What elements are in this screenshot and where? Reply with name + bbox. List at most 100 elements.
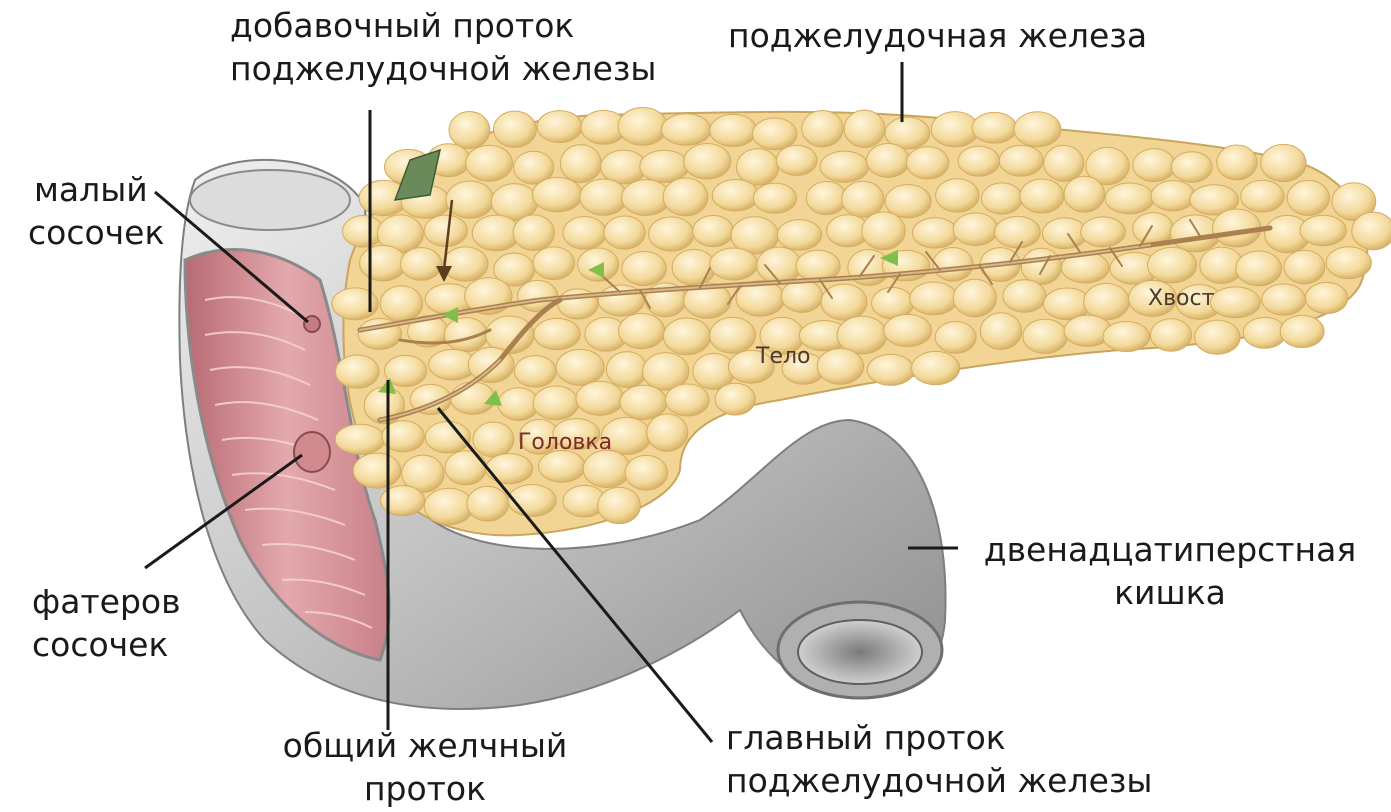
pancreas-lobule xyxy=(806,182,846,215)
pancreas-lobule xyxy=(665,384,709,416)
pancreas-lobule xyxy=(1021,248,1061,284)
pancreas-lobule xyxy=(1171,215,1221,252)
pancreas-lobule xyxy=(912,351,960,384)
pancreas-lobule xyxy=(1300,215,1346,246)
pancreas-lobule xyxy=(1014,112,1061,147)
label-main-duct: главный проток поджелудочной железы xyxy=(726,716,1152,802)
pancreas-lobule xyxy=(533,386,578,420)
pancreas-lobule xyxy=(663,318,710,355)
label-minor-papilla-line2: сосочек xyxy=(28,211,164,254)
pancreas-lobule xyxy=(640,150,689,182)
pancreas-lobule xyxy=(884,314,932,346)
pancreas-lobule xyxy=(1262,284,1306,315)
pancreas-lobule xyxy=(560,145,601,183)
pancreas-lobule xyxy=(335,355,379,388)
pancreas-lobule xyxy=(844,110,885,147)
pancreas-lobule xyxy=(1103,322,1150,352)
pancreas-lobule xyxy=(1147,247,1196,283)
label-accessory-duct: добавочный проток поджелудочной железы xyxy=(230,4,656,90)
pancreas-lobule xyxy=(466,145,513,181)
pancreas-lobule xyxy=(1243,317,1286,348)
pancreas-lobule xyxy=(1084,283,1130,320)
pancreas-lobule xyxy=(820,151,868,182)
pancreas-lobule xyxy=(514,356,556,387)
pancreas-lobule xyxy=(1020,179,1064,213)
pancreas-lobule xyxy=(982,183,1023,214)
pancreas-lobule xyxy=(1003,280,1046,313)
pancreas-lobule xyxy=(449,112,490,149)
pancreas-lobule xyxy=(513,215,554,251)
pancreas-lobule xyxy=(958,146,1000,176)
pancreas-lobule xyxy=(777,220,821,251)
pancreas-lobule xyxy=(931,112,979,147)
pancreas-lobule xyxy=(661,114,711,146)
label-common-bile-duct-line1: общий желчный xyxy=(255,724,595,767)
pancreas-lobule xyxy=(980,313,1021,350)
pancreas-lobule xyxy=(1241,180,1284,212)
pancreas-lobule xyxy=(710,114,757,146)
pancreas-lobule xyxy=(537,111,582,143)
pancreas-lobule xyxy=(935,322,976,354)
pancreas-lobule xyxy=(912,218,957,248)
region-body: Тело xyxy=(756,344,811,369)
pancreas-lobule xyxy=(999,145,1043,176)
label-minor-papilla: малый сосочек xyxy=(28,168,164,254)
pancreas-lobule xyxy=(995,216,1041,248)
label-pancreas: поджелудочная железа xyxy=(728,14,1147,57)
label-common-bile-duct-line2: проток xyxy=(255,767,595,810)
pancreas-lobule xyxy=(684,143,731,179)
pancreas-lobule xyxy=(539,451,586,483)
pancreas-lobule xyxy=(757,247,802,284)
pancreas-lobule xyxy=(604,216,645,249)
pancreas-lobule xyxy=(578,248,619,281)
pancreas-lobule xyxy=(649,217,694,251)
pancreas-lobule xyxy=(752,118,796,150)
label-main-duct-line2: поджелудочной железы xyxy=(726,759,1152,802)
minor-papilla-mark xyxy=(304,316,320,332)
pancreas-lobule xyxy=(556,349,604,385)
pancreas-lobule xyxy=(802,111,844,147)
pancreas-lobule xyxy=(618,313,664,348)
pancreas-lobule xyxy=(1064,176,1105,212)
label-minor-papilla-line1: малый xyxy=(28,168,164,211)
label-duodenum: двенадцатиперстная кишка xyxy=(960,528,1380,614)
pancreas-lobule xyxy=(380,286,422,322)
pancreas-lobule xyxy=(1044,145,1084,181)
pancreas-lobule xyxy=(473,422,514,457)
pancreas-lobule xyxy=(620,385,667,419)
pancreas-lobule xyxy=(1280,315,1324,347)
pancreas-lobule xyxy=(533,177,583,211)
pancreas-lobule xyxy=(710,317,756,353)
pancreas-lobule xyxy=(693,216,734,247)
pancreas-lobule xyxy=(972,112,1017,143)
pancreas-lobule xyxy=(622,251,667,285)
pancreas-lobule xyxy=(1210,287,1260,318)
pancreas-lobule xyxy=(862,212,905,250)
pancreas-lobule xyxy=(1326,247,1371,279)
pancreas-lobule xyxy=(576,381,624,415)
pancreas-lobule xyxy=(821,284,867,320)
pancreas-lobule xyxy=(776,145,817,175)
pancreas-lobule xyxy=(424,215,467,246)
pancreas-lobule xyxy=(533,247,574,280)
pancreas-lobule xyxy=(1151,181,1195,211)
pancreas-lobule xyxy=(360,245,407,281)
pancreas-lobule xyxy=(1023,319,1068,353)
label-major-papilla: фатеров сосочек xyxy=(32,580,181,666)
pancreas-lobule xyxy=(580,179,628,215)
pancreas-lobule xyxy=(401,248,442,281)
region-head: Головка xyxy=(518,430,612,455)
pancreas-lobule xyxy=(953,279,996,316)
pancreas-lobule xyxy=(663,178,708,216)
pancreas-lobule xyxy=(1217,145,1257,180)
major-papilla-mark xyxy=(294,432,330,472)
pancreas-lobule xyxy=(424,488,473,524)
label-major-papilla-line2: сосочек xyxy=(32,623,181,666)
label-accessory-duct-line2: поджелудочной железы xyxy=(230,47,656,90)
pancreas-lobule xyxy=(1236,251,1282,286)
pancreas-lobule xyxy=(906,147,948,179)
pancreas-lobule xyxy=(486,454,533,484)
pancreas-lobule xyxy=(936,179,979,212)
pancreas-lobule xyxy=(606,352,647,388)
